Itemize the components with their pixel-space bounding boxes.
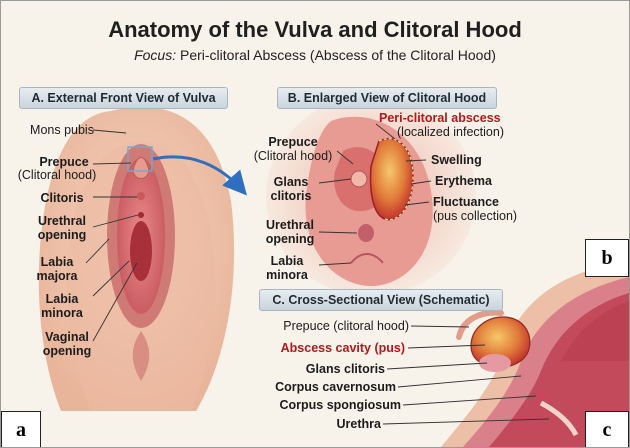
label-urethral-1: Urethral — [31, 214, 93, 228]
label-clitoris: Clitoris — [31, 191, 93, 205]
label-corpus-cavernosum: Corpus cavernosum — [251, 380, 396, 394]
label-labia-minora-1: Labia — [31, 292, 93, 306]
label-c-prepuce: Prepuce (clitoral hood) — [247, 319, 409, 333]
panel-b-heading: B. Enlarged View of Clitoral Hood — [277, 87, 497, 109]
label-corpus-spongiosum: Corpus spongiosum — [251, 398, 401, 412]
label-abscess-cavity: Abscess cavity (pus) — [247, 341, 405, 355]
label-b-urethral-1: Urethral — [259, 218, 321, 232]
label-b-urethral-2: opening — [259, 232, 321, 246]
label-fluctuance-sub: (pus collection) — [433, 209, 533, 223]
label-b-minora-2: minora — [259, 268, 315, 282]
label-glans-2: clitoris — [263, 189, 319, 203]
label-mons-pubis: Mons pubis — [27, 123, 97, 137]
label-glans-clitoris: Glans clitoris — [271, 362, 385, 376]
label-fluctuance: Fluctuance — [433, 195, 523, 209]
label-urethral-2: opening — [31, 228, 93, 242]
panel-c-heading: C. Cross-Sectional View (Schematic) — [259, 289, 503, 311]
panel-a-heading: A. External Front View of Vulva — [19, 87, 228, 109]
label-labia-majora-2: majora — [31, 269, 83, 283]
label-peri-clitoral-abscess: Peri-clitoral abscess — [379, 111, 529, 125]
label-glans-1: Glans — [263, 175, 319, 189]
label-swelling: Swelling — [431, 153, 511, 167]
label-labia-majora-1: Labia — [31, 255, 83, 269]
tag-b: b — [585, 239, 629, 277]
label-b-prepuce: Prepuce — [253, 135, 333, 149]
label-erythema: Erythema — [435, 174, 515, 188]
label-urethra: Urethra — [301, 417, 381, 431]
label-b-minora-1: Labia — [259, 254, 315, 268]
label-b-prepuce-sub: (Clitoral hood) — [245, 149, 341, 163]
label-vaginal-2: opening — [31, 344, 103, 358]
label-prepuce-sub: (Clitoral hood) — [13, 168, 101, 182]
tag-c: c — [585, 411, 629, 448]
label-vaginal-1: Vaginal — [31, 330, 103, 344]
tag-a: a — [1, 411, 41, 448]
label-prepuce: Prepuce — [31, 155, 97, 169]
label-labia-minora-2: minora — [31, 306, 93, 320]
label-abscess-sub: (localized infection) — [397, 125, 527, 139]
